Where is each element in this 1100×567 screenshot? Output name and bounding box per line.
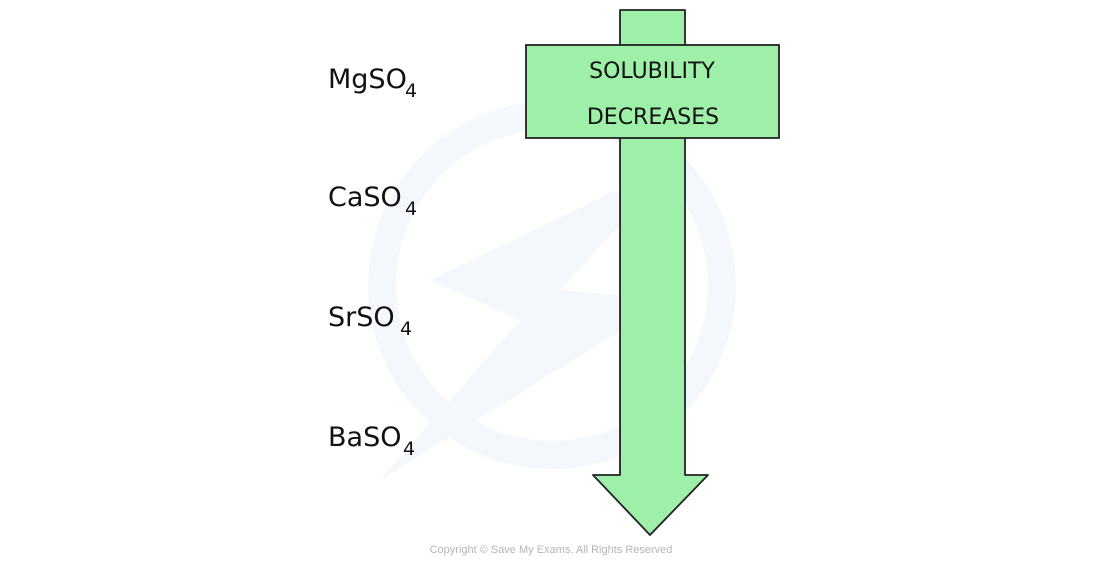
compound-formula: MgSO [328, 64, 407, 95]
arrow-label-box [525, 44, 780, 139]
compound-formula: CaSO [328, 182, 402, 213]
compound-subscript: 4 [405, 198, 417, 220]
compound-subscript: 4 [403, 438, 415, 460]
compound-baso4: BaSO 4 [328, 422, 415, 460]
compound-caso4: CaSO 4 [328, 182, 417, 220]
compound-subscript: 4 [405, 80, 417, 102]
compound-subscript: 4 [400, 318, 412, 340]
copyright-text: Copyright © Save My Exams. All Rights Re… [430, 544, 673, 556]
compound-formula: SrSO [328, 302, 395, 333]
compound-formula: BaSO [328, 422, 401, 453]
arrow-label-line1: SOLUBILITY [589, 59, 715, 84]
compound-srso4: SrSO 4 [328, 302, 412, 340]
compound-mgso4: MgSO 4 [328, 64, 417, 102]
arrow-label-line2: DECREASES [587, 105, 719, 130]
